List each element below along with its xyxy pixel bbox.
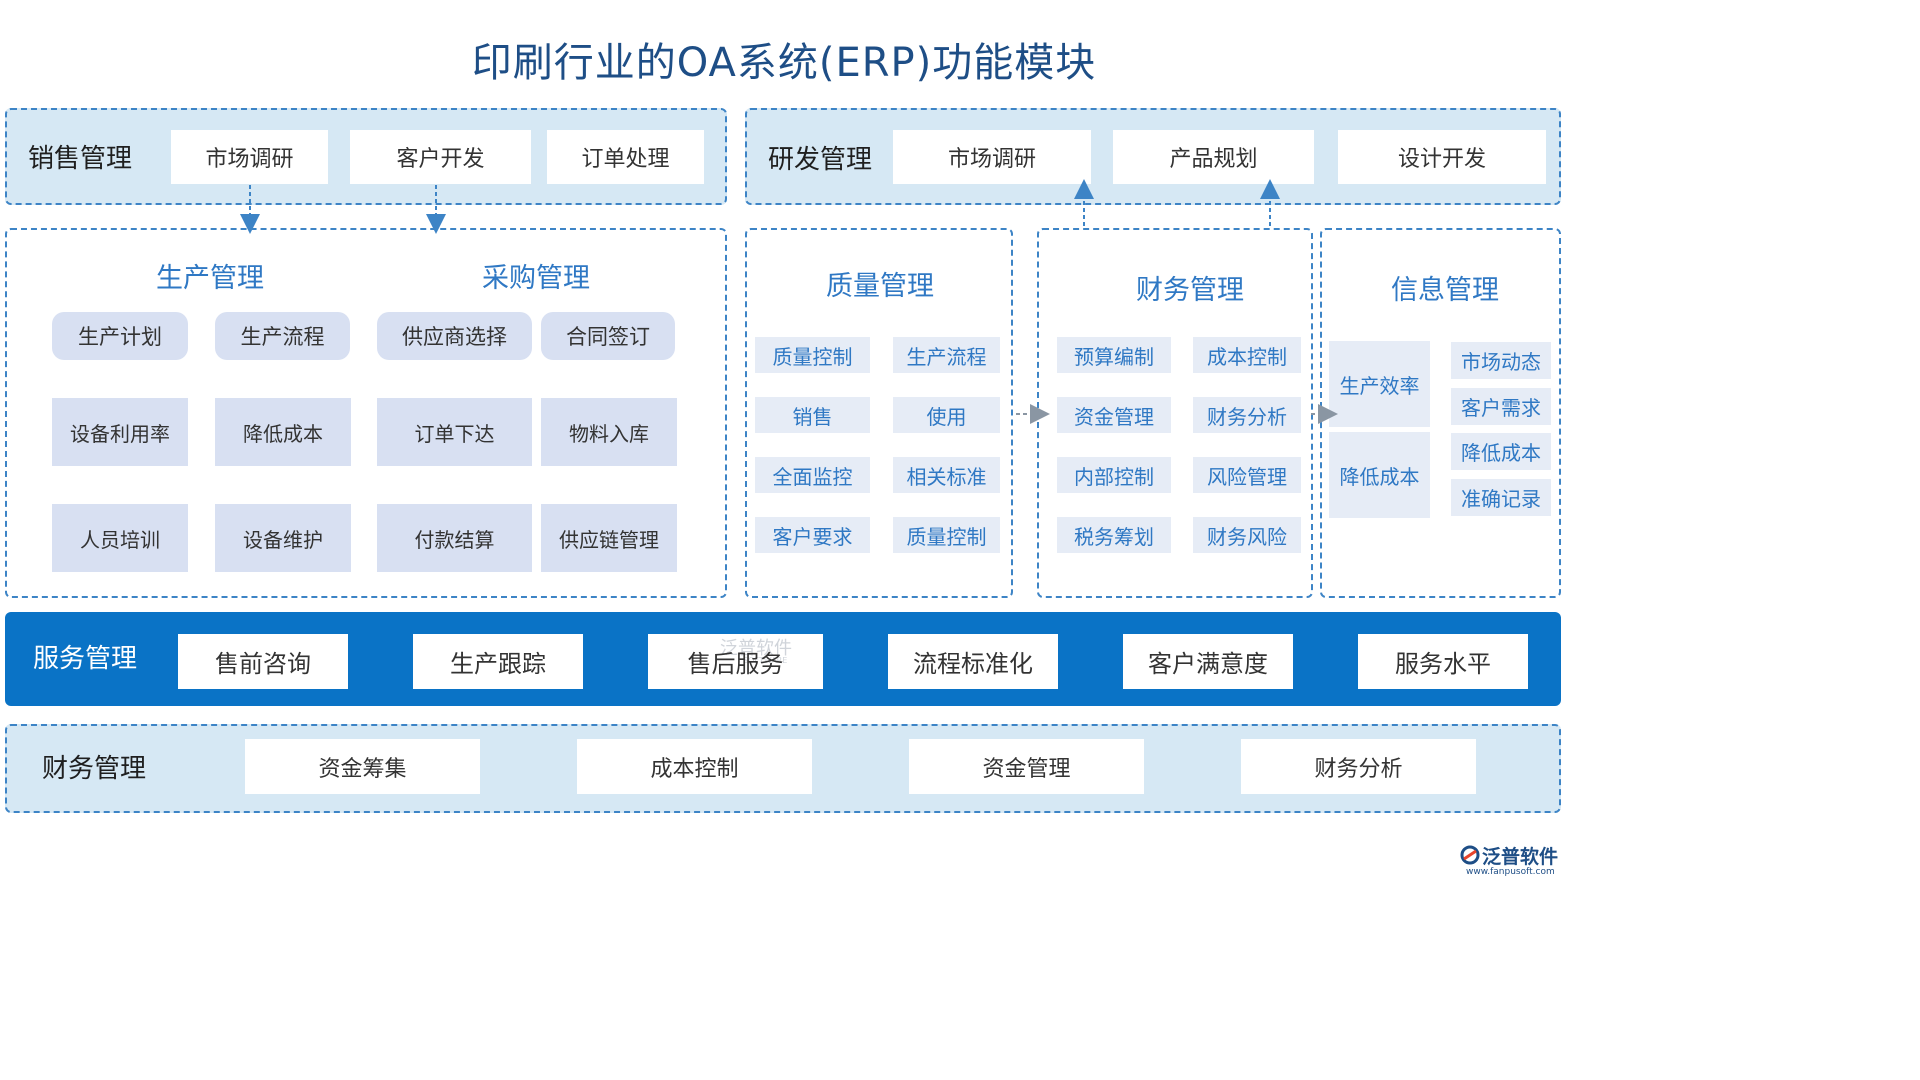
- finance-mid-item: 财务风险: [1193, 517, 1301, 553]
- purchase-item: 合同签订: [541, 312, 675, 360]
- finance-bottom-item: 资金管理: [909, 739, 1144, 794]
- service-item: 泛普软件 SOFTWARE 售后服务: [648, 634, 823, 689]
- logo-icon: [1460, 845, 1480, 865]
- finance-mid-item: 税务筹划: [1057, 517, 1171, 553]
- quality-item: 客户要求: [755, 517, 870, 553]
- sales-item: 订单处理: [547, 130, 704, 184]
- logo-name: 泛普软件: [1482, 846, 1559, 868]
- logo-url: www.fanpusoft.com: [1466, 867, 1555, 877]
- info-left-item: 降低成本: [1329, 432, 1430, 518]
- purchase-item: 订单下达: [377, 398, 532, 466]
- rd-item: 产品规划: [1113, 130, 1314, 184]
- sales-label: 销售管理: [28, 143, 133, 174]
- quality-item: 相关标准: [893, 457, 1000, 493]
- purchase-title: 采购管理: [482, 263, 590, 294]
- quality-item: 质量控制: [893, 517, 1000, 553]
- production-item: 生产流程: [215, 312, 350, 360]
- sales-item: 客户开发: [350, 130, 531, 184]
- purchase-item: 供应商选择: [377, 312, 532, 360]
- quality-item: 使用: [893, 397, 1000, 433]
- production-item: 设备维护: [215, 504, 351, 572]
- service-item: 客户满意度: [1123, 634, 1293, 689]
- finance-bottom-label: 财务管理: [42, 753, 147, 784]
- finance-mid-title: 财务管理: [1136, 275, 1244, 306]
- rd-item: 设计开发: [1338, 130, 1546, 184]
- quality-item: 生产流程: [893, 337, 1000, 373]
- quality-item: 销售: [755, 397, 870, 433]
- service-item: 流程标准化: [888, 634, 1058, 689]
- info-right-item: 准确记录: [1451, 479, 1551, 516]
- info-right-item: 客户需求: [1451, 388, 1551, 425]
- info-right-item: 市场动态: [1451, 342, 1551, 379]
- production-item: 人员培训: [52, 504, 188, 572]
- quality-item: 质量控制: [755, 337, 870, 373]
- info-left-item: 生产效率: [1329, 341, 1430, 427]
- quality-title: 质量管理: [826, 271, 934, 302]
- production-title: 生产管理: [156, 263, 264, 294]
- connector-arrows: [240, 179, 1338, 424]
- sales-item: 市场调研: [171, 130, 328, 184]
- production-item: 生产计划: [52, 312, 188, 360]
- rd-item: 市场调研: [893, 130, 1091, 184]
- finance-bottom-item: 资金筹集: [245, 739, 480, 794]
- purchase-item: 物料入库: [541, 398, 677, 466]
- finance-bottom-item: 成本控制: [577, 739, 812, 794]
- brand-logo: 泛普软件 www.fanpusoft.com: [1460, 842, 1564, 880]
- purchase-item: 付款结算: [377, 504, 532, 572]
- finance-mid-item: 预算编制: [1057, 337, 1171, 373]
- service-label: 服务管理: [33, 643, 138, 674]
- service-item: 售前咨询: [178, 634, 348, 689]
- finance-mid-item: 资金管理: [1057, 397, 1171, 433]
- service-item: 生产跟踪: [413, 634, 583, 689]
- production-item: 降低成本: [215, 398, 351, 466]
- finance-mid-item: 财务分析: [1193, 397, 1301, 433]
- service-item: 服务水平: [1358, 634, 1528, 689]
- watermark-sub: SOFTWARE: [743, 656, 788, 665]
- info-title: 信息管理: [1391, 275, 1499, 306]
- finance-mid-item: 风险管理: [1193, 457, 1301, 493]
- watermark-text: 泛普软件: [720, 638, 792, 659]
- production-item: 设备利用率: [52, 398, 188, 466]
- quality-item: 全面监控: [755, 457, 870, 493]
- page-title: 印刷行业的OA系统(ERP)功能模块: [471, 40, 1097, 86]
- info-right-item: 降低成本: [1451, 433, 1551, 470]
- service-item-label: 售后服务: [687, 650, 784, 678]
- finance-mid-item: 内部控制: [1057, 457, 1171, 493]
- purchase-item: 供应链管理: [541, 504, 677, 572]
- finance-mid-item: 成本控制: [1193, 337, 1301, 373]
- rd-label: 研发管理: [768, 144, 873, 175]
- finance-bottom-item: 财务分析: [1241, 739, 1476, 794]
